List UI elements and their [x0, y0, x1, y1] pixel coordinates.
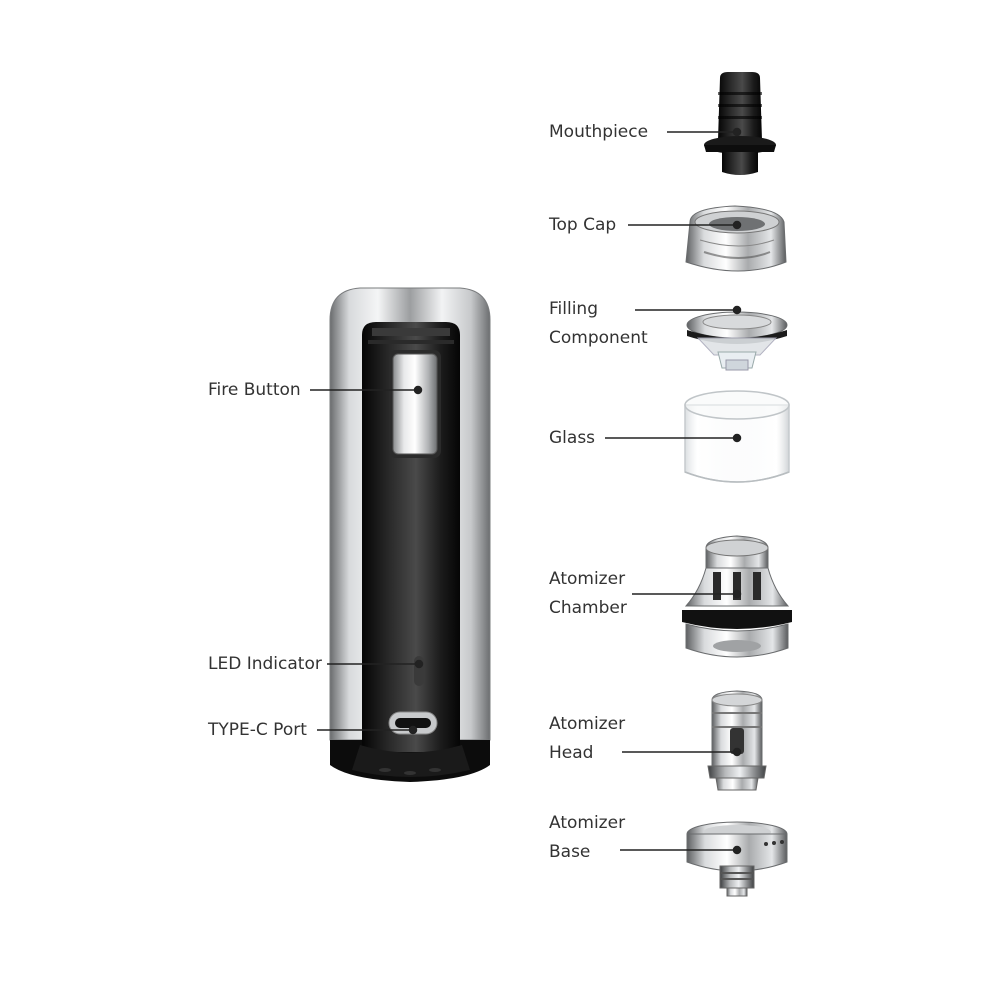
glass-tube-graphic — [684, 390, 790, 483]
label-top-cap: Top Cap — [549, 215, 617, 235]
leader-dot-top-cap — [732, 220, 742, 230]
label-atomizer-base-line2: Base — [549, 842, 591, 862]
label-glass: Glass — [549, 428, 596, 448]
label-atomizer-head-line1: Atomizer — [549, 714, 626, 734]
label-atomizer-chamber-line1: Atomizer — [549, 569, 626, 589]
label-mouthpiece: Mouthpiece — [549, 122, 649, 142]
label-led-indicator: LED Indicator — [208, 654, 322, 674]
leader-dot-mouthpiece — [732, 127, 742, 137]
label-atomizer-base-line1: Atomizer — [549, 813, 626, 833]
atomizer-chamber-graphic — [682, 535, 792, 658]
label-fire-button: Fire Button — [208, 380, 301, 400]
fire-button-graphic — [389, 350, 441, 458]
leader-dot-atomizer-chamber — [732, 589, 742, 599]
top-cap-graphic — [685, 205, 787, 272]
label-typec-port: TYPE-C Port — [208, 720, 307, 740]
atomizer-base-graphic — [686, 821, 788, 897]
leader-dot-typec-port — [408, 725, 418, 735]
label-filling-component-line1: Filling — [549, 299, 598, 319]
typec-port-graphic — [388, 711, 438, 735]
filling-component-graphic — [686, 311, 788, 371]
leader-lines — [310, 127, 742, 855]
leader-dot-atomizer-base — [732, 845, 742, 855]
leader-dot-atomizer-head — [732, 747, 742, 757]
leader-dot-fire-button — [413, 385, 423, 395]
label-atomizer-chamber-line2: Chamber — [549, 598, 627, 618]
leader-dot-filling-component — [732, 305, 742, 315]
leader-dot-led-indicator — [414, 659, 424, 669]
label-atomizer-head-line2: Head — [549, 743, 594, 763]
atomizer-head-graphic — [707, 690, 767, 791]
leader-dot-glass — [732, 433, 742, 443]
label-filling-component-line2: Component — [549, 328, 648, 348]
mouthpiece-graphic — [704, 72, 776, 175]
